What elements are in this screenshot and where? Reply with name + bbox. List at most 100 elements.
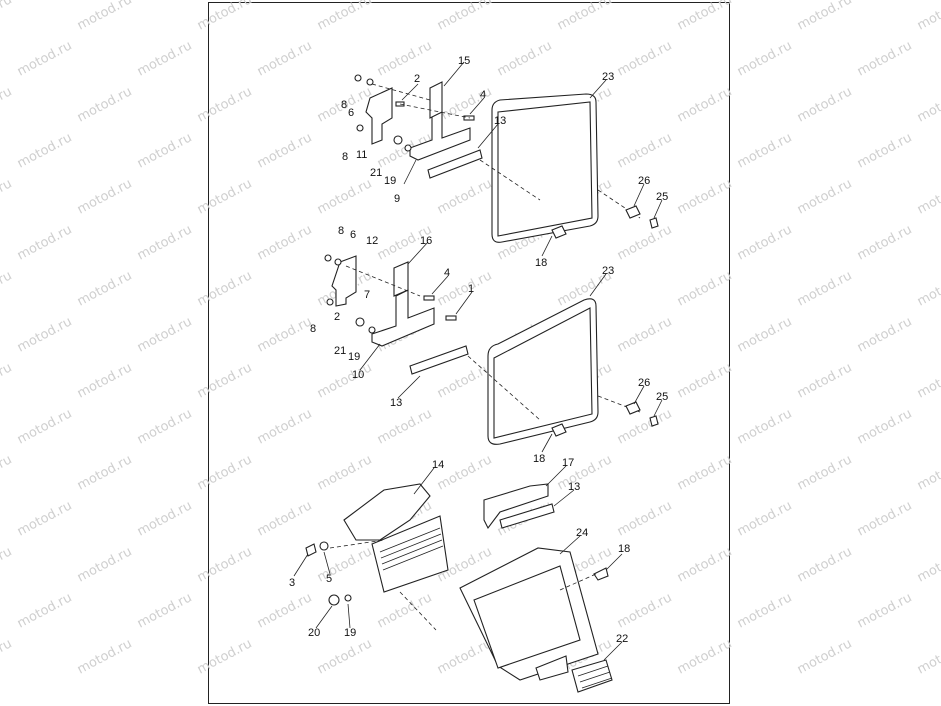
watermark-text: motod.ru (75, 84, 135, 125)
callout-label: 18 (533, 453, 545, 465)
reflector-strip (499, 503, 555, 529)
callout-label: 17 (562, 457, 574, 469)
watermark-text: motod.ru (135, 590, 195, 631)
watermark-text: motod.ru (195, 360, 255, 401)
plate-bolt (551, 225, 567, 239)
callout-label: 23 (602, 265, 614, 277)
screw (445, 315, 457, 321)
watermark-text: motod.ru (0, 0, 15, 34)
mount-strip (429, 81, 443, 119)
watermark-text: motod.ru (255, 314, 315, 355)
plate-holder-tab (535, 655, 569, 681)
watermark-text: motod.ru (315, 360, 375, 401)
watermark-text: motod.ru (195, 636, 255, 677)
plate-nut (625, 401, 641, 415)
callout-label: 13 (494, 115, 506, 127)
watermark-text: motod.ru (75, 544, 135, 585)
side-bracket (365, 87, 393, 145)
washer (319, 541, 329, 551)
washer (334, 258, 342, 266)
nut (356, 124, 364, 132)
watermark-text: motod.ru (855, 498, 915, 539)
watermark-text: motod.ru (195, 544, 255, 585)
callout-label: 6 (348, 107, 354, 119)
screw (305, 543, 317, 557)
watermark-text: motod.ru (915, 452, 941, 493)
watermark-text: motod.ru (15, 498, 75, 539)
callout-label: 8 (338, 225, 344, 237)
watermark-text: motod.ru (915, 544, 941, 585)
callout-label: 18 (535, 257, 547, 269)
watermark-text: motod.ru (555, 0, 615, 34)
watermark-text: motod.ru (915, 84, 941, 125)
callout-label: 18 (618, 543, 630, 555)
watermark-text: motod.ru (255, 590, 315, 631)
watermark-text: motod.ru (795, 268, 855, 309)
watermark-text: motod.ru (615, 130, 675, 171)
lamp-housing (371, 515, 449, 593)
watermark-text: motod.ru (735, 38, 795, 79)
callout-label: 24 (576, 527, 588, 539)
watermark-text: motod.ru (255, 406, 315, 447)
watermark-text: motod.ru (915, 268, 941, 309)
nut (326, 298, 334, 306)
reflector-lines (577, 665, 613, 689)
watermark-text: motod.ru (0, 544, 15, 585)
callout-label: 13 (568, 481, 580, 493)
watermark-text: motod.ru (675, 360, 735, 401)
watermark-text: motod.ru (15, 38, 75, 79)
callout-label: 12 (366, 235, 378, 247)
watermark-text: motod.ru (615, 314, 675, 355)
watermark-text: motod.ru (315, 0, 375, 34)
holder-screw (593, 567, 609, 581)
nut (355, 317, 365, 327)
watermark-text: motod.ru (195, 176, 255, 217)
watermark-text: motod.ru (15, 314, 75, 355)
callout-label: 26 (638, 377, 650, 389)
watermark-text: motod.ru (75, 176, 135, 217)
watermark-text: motod.ru (615, 222, 675, 263)
watermark-text: motod.ru (735, 222, 795, 263)
watermark-text: motod.ru (315, 176, 375, 217)
watermark-text: motod.ru (15, 130, 75, 171)
plate-screw (649, 415, 659, 427)
plate-frame-inner (493, 307, 593, 439)
side-bracket (331, 255, 357, 307)
washer (344, 594, 352, 602)
washer (368, 326, 376, 334)
watermark-text: motod.ru (615, 590, 675, 631)
nut (393, 135, 403, 145)
watermark-text: motod.ru (135, 38, 195, 79)
assembly-bottom (305, 483, 613, 693)
watermark-text: motod.ru (375, 590, 435, 631)
watermark-text: motod.ru (795, 176, 855, 217)
watermark-text: motod.ru (735, 406, 795, 447)
washer (366, 78, 374, 86)
watermark-text: motod.ru (855, 406, 915, 447)
watermark-text: motod.ru (315, 636, 375, 677)
watermark-text: motod.ru (195, 268, 255, 309)
watermark-text: motod.ru (675, 268, 735, 309)
callout-label: 21 (370, 167, 382, 179)
plate-holder-inner (473, 565, 581, 669)
license-bracket (483, 483, 549, 530)
watermark-text: motod.ru (75, 268, 135, 309)
plate-frame-inner (497, 101, 593, 237)
watermark-text: motod.ru (0, 268, 15, 309)
callout-label: 3 (289, 577, 295, 589)
watermark-text: motod.ru (435, 0, 495, 34)
watermark-text: motod.ru (0, 84, 15, 125)
watermark-text: motod.ru (0, 452, 15, 493)
callout-label: 2 (334, 311, 340, 323)
watermark-text: motod.ru (75, 636, 135, 677)
callout-label: 19 (348, 351, 360, 363)
watermark-text: motod.ru (0, 636, 15, 677)
callout-label: 9 (394, 193, 400, 205)
watermark-text: motod.ru (495, 38, 555, 79)
watermark-text: motod.ru (15, 590, 75, 631)
watermark-text: motod.ru (855, 314, 915, 355)
diagram-frame (208, 2, 730, 704)
watermark-text: motod.ru (195, 0, 255, 34)
callout-label: 7 (364, 289, 370, 301)
